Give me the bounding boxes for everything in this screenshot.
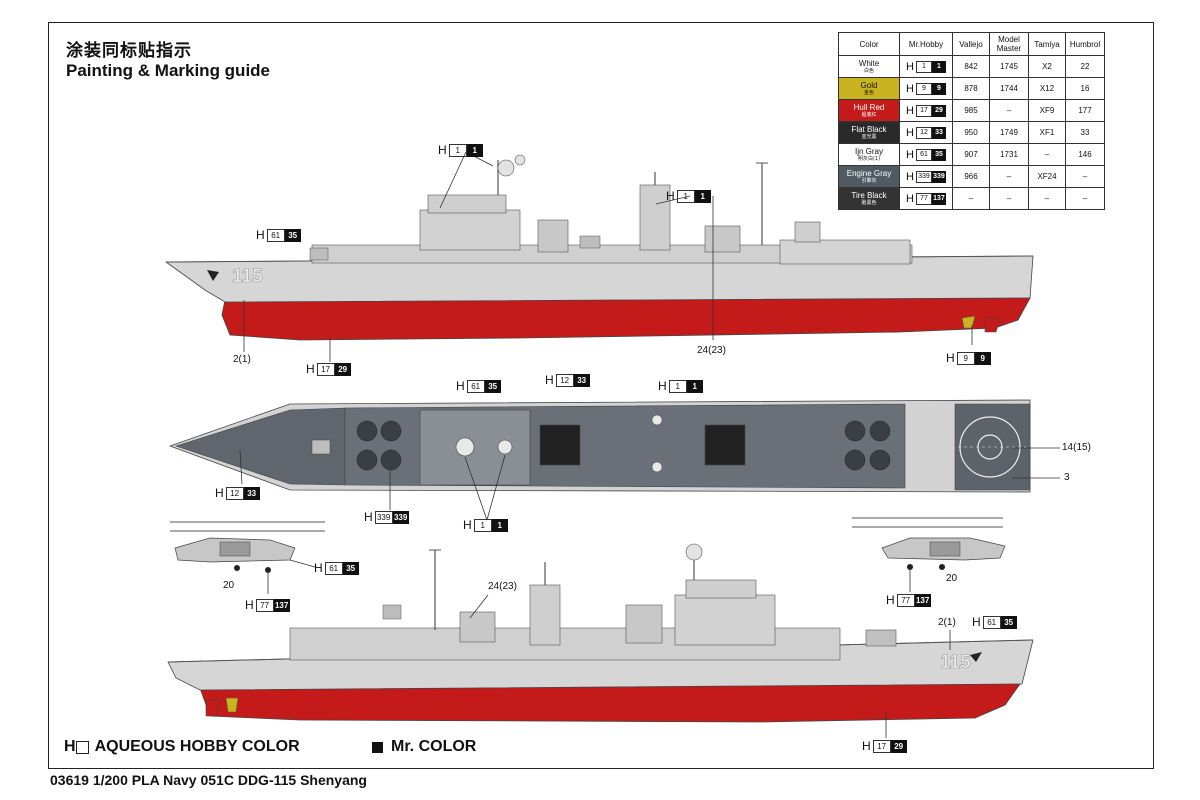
color-name-cn: 白色 xyxy=(863,68,874,74)
decal-number: 2(1) xyxy=(233,354,251,365)
color-name: Hull Red xyxy=(853,103,885,112)
legend-mr-color-label: Mr. COLOR xyxy=(391,738,477,755)
color-name: White xyxy=(858,59,880,68)
side-profile-starboard: 115 xyxy=(164,151,1034,362)
color-name-cn: 明灰白(1) xyxy=(857,156,881,162)
decal-number: 20 xyxy=(223,580,235,591)
color-reference-table: Color Mr.Hobby Vallejo Model Master Tami… xyxy=(838,32,1105,210)
footer-kit-title: 03619 1/200 PLA Navy 051C DDG-115 Shenya… xyxy=(50,772,367,788)
helicopter-right xyxy=(852,517,1006,592)
page-title: Painting & Marking guide xyxy=(66,61,271,80)
decal-number: 20 xyxy=(946,573,958,584)
side-profile-port: 115 xyxy=(167,543,1034,738)
legend-mr-color: Mr. COLOR xyxy=(372,738,476,756)
page-title-cn: 涂装同标贴指示 xyxy=(66,41,192,61)
page-frame xyxy=(48,22,1154,769)
hull-number-top: 115 xyxy=(232,266,263,287)
legend-aqueous: H AQUEOUS HOBBY COLOR xyxy=(64,738,300,756)
color-name: Gold xyxy=(860,81,878,90)
decal-number: 2(1) xyxy=(938,617,956,628)
col-header-humbrol: Humbrol xyxy=(1065,32,1105,56)
color-name-cn: 胎黑色 xyxy=(861,200,877,206)
decal-number: 14(15) xyxy=(1062,442,1091,453)
legend-mr-color-square-icon xyxy=(372,741,383,753)
color-name-cn: 船底红 xyxy=(861,112,877,118)
color-name: Ijn Gray xyxy=(854,147,883,156)
legend-aqueous-box-icon xyxy=(75,740,89,754)
decal-number: 24(23) xyxy=(488,581,517,592)
color-name-cn: 引擎灰 xyxy=(861,178,877,184)
legend-aqueous-prefix: H xyxy=(64,738,76,755)
color-name: Engine Gray xyxy=(846,169,892,178)
color-name: Tire Black xyxy=(851,191,887,200)
decal-number: 3 xyxy=(1064,472,1070,483)
hull-number-bottom: 115 xyxy=(940,652,971,673)
humbrol-code: – xyxy=(1065,187,1105,210)
color-name-cn: 金色 xyxy=(863,90,874,96)
legend-aqueous-label: AQUEOUS HOBBY COLOR xyxy=(94,738,300,755)
helicopter-left xyxy=(170,521,325,594)
top-view xyxy=(168,399,1060,521)
color-name: Flat Black xyxy=(851,125,887,134)
color-name-cn: 亚光黑 xyxy=(861,134,877,140)
col-header-model-master: Model Master xyxy=(989,32,1029,56)
decal-number: 24(23) xyxy=(697,345,726,356)
